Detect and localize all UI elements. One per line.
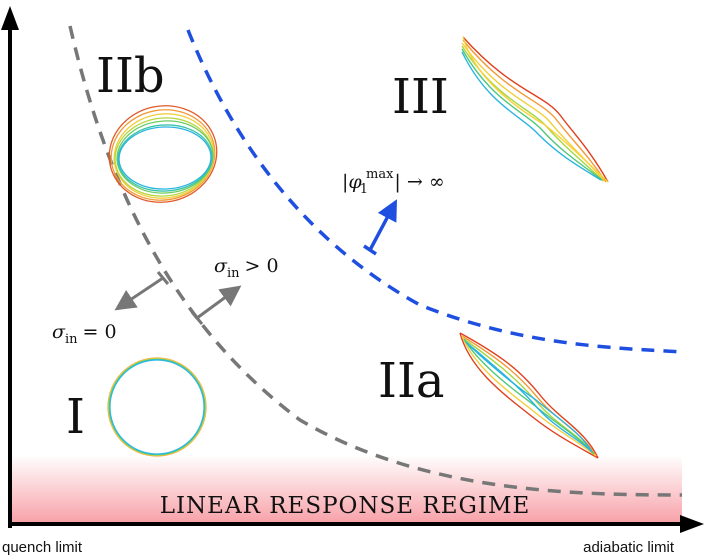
region-label-iii: III: [392, 69, 449, 125]
region-label-iib: IIb: [96, 48, 165, 104]
sigma-arrows: [114, 271, 242, 325]
phi-arrow: [363, 199, 397, 256]
x-axis-arrowhead: [680, 515, 704, 533]
label-sigma-pos: σin> 0: [214, 255, 279, 281]
orbit-region-iii: [461, 36, 609, 183]
region-label-iia: IIa: [378, 353, 445, 409]
linear-response-label: LINEAR RESPONSE REGIME: [160, 493, 531, 519]
y-axis-arrowhead: [1, 6, 19, 30]
label-sigma-zero: σin= 0: [52, 321, 117, 347]
orbit-region-i: [107, 357, 207, 457]
region-label-i: I: [66, 389, 85, 445]
axis-label-quench: quench limit: [2, 539, 83, 556]
axes: [1, 6, 704, 533]
gray-boundary-curve: [68, 25, 683, 497]
orbit-region-iia: [459, 332, 599, 459]
blue-boundary-curve: [186, 29, 685, 354]
arrow-sigma-zero-tick: [156, 271, 170, 285]
arrow-sigma-pos-tick: [190, 311, 204, 325]
arrow-phi: [368, 199, 397, 251]
arrow-sigma-zero: [114, 276, 164, 311]
label-phi-max: |φ1max| → ∞: [342, 167, 445, 197]
linear-response-band: [10, 455, 682, 523]
arrow-phi-tick: [363, 244, 377, 256]
orbit-region-iib: [108, 105, 218, 203]
arrow-sigma-pos: [196, 285, 242, 320]
axis-label-adiabatic: adiabatic limit: [583, 539, 675, 556]
